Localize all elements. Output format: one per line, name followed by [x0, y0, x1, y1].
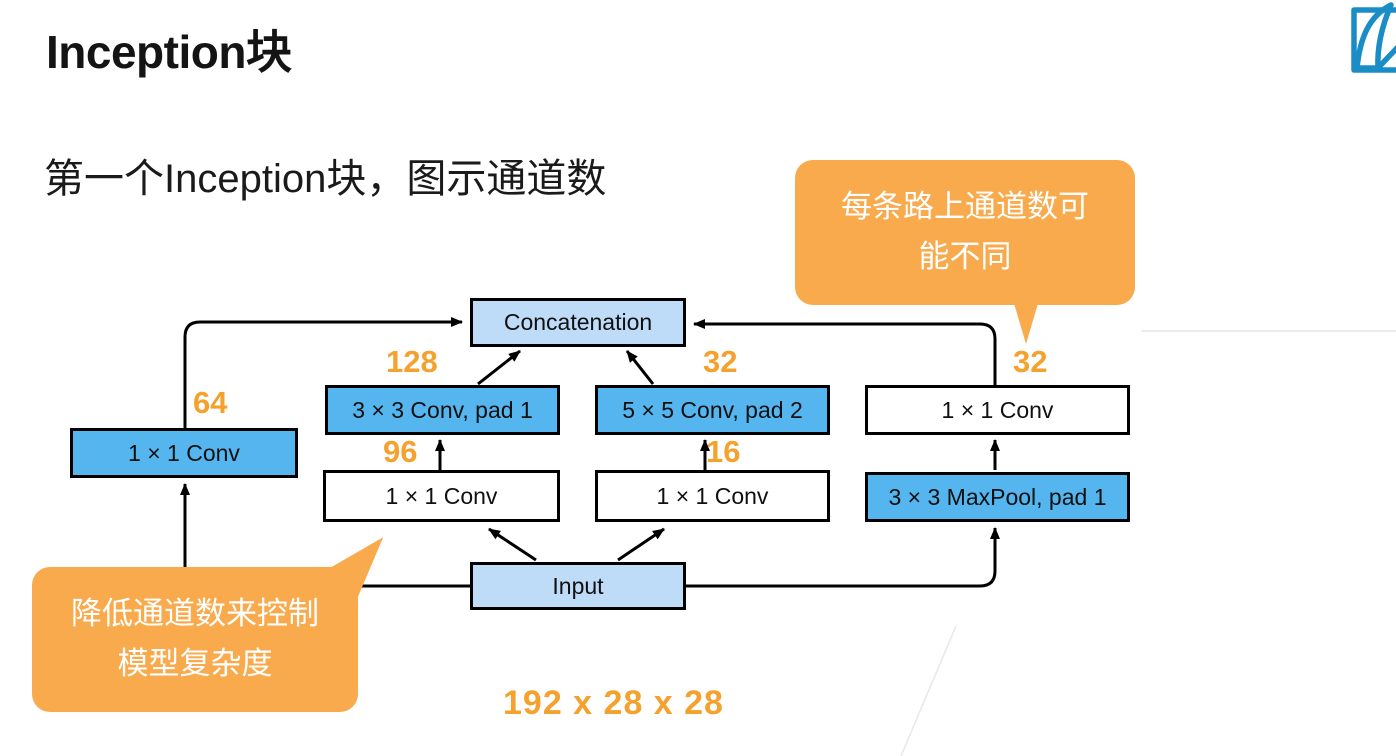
callout-reduce-channels: 降低通道数来控制 模型复杂度 [32, 567, 358, 712]
callout-channels-differ-line1: 每条路上通道数可 [841, 189, 1089, 224]
channel-label-path1-out: 64 [193, 385, 228, 420]
channel-label-path3-out: 32 [703, 344, 738, 379]
node-conv1x1-path1-label: 1 × 1 Conv [128, 439, 240, 466]
d2l-logo [1338, 0, 1396, 80]
bg-faint-line-diagonal [900, 625, 957, 756]
channel-label-path3-in: 16 [706, 434, 741, 469]
node-conv1x1-path4-label: 1 × 1 Conv [941, 396, 1054, 423]
node-conv1x1-path1: 1 × 1 Conv [70, 428, 298, 478]
node-maxpool-path4-label: 3 × 3 MaxPool, pad 1 [888, 483, 1107, 510]
node-conv1x1-path2-label: 1 × 1 Conv [385, 482, 498, 509]
node-conv1x1-path2: 1 × 1 Conv [323, 470, 560, 522]
arrow-conv3x3-to-concat [477, 349, 521, 386]
callout-reduce-channels-line2: 模型复杂度 [117, 646, 273, 681]
node-conv1x1-path4: 1 × 1 Conv [865, 385, 1130, 435]
node-conv3x3-path2: 3 × 3 Conv, pad 1 [325, 385, 560, 435]
channel-label-path2-in: 96 [383, 434, 418, 469]
callout-channels-differ-line2: 能不同 [918, 239, 1012, 274]
node-conv1x1-path3-label: 1 × 1 Conv [656, 482, 769, 509]
callout-reduce-channels-line1: 降低通道数来控制 [71, 596, 319, 631]
channel-label-path4-out: 32 [1013, 344, 1048, 379]
node-maxpool-path4: 3 × 3 MaxPool, pad 1 [865, 472, 1130, 522]
node-conv3x3-path2-label: 3 × 3 Conv, pad 1 [352, 396, 533, 423]
arrow-input-to-maxpool [685, 527, 1000, 588]
node-concatenation-label: Concatenation [503, 309, 653, 335]
arrow-input-to-mid2 [617, 527, 665, 562]
node-conv5x5-path3: 5 × 5 Conv, pad 2 [595, 385, 830, 435]
callout-channels-differ: 每条路上通道数可 能不同 [795, 160, 1135, 305]
arrow-conv5x5-to-concat [625, 350, 655, 385]
node-concatenation: Concatenation [470, 298, 686, 347]
node-input-label: Input [552, 572, 604, 599]
arrow-input-to-mid1 [488, 527, 537, 562]
arrow-path4-to-concat [693, 319, 997, 385]
node-conv5x5-path3-label: 5 × 5 Conv, pad 2 [622, 396, 803, 423]
page-subtitle: 第一个Inception块，图示通道数 [44, 157, 607, 201]
input-shape-label: 192 x 28 x 28 [503, 684, 724, 722]
node-input: Input [470, 562, 686, 610]
channel-label-path2-out: 128 [386, 344, 438, 379]
callout-channels-differ-tail [1013, 300, 1039, 344]
node-conv1x1-path3: 1 × 1 Conv [595, 470, 830, 522]
page-title: Inception块 [46, 26, 292, 78]
